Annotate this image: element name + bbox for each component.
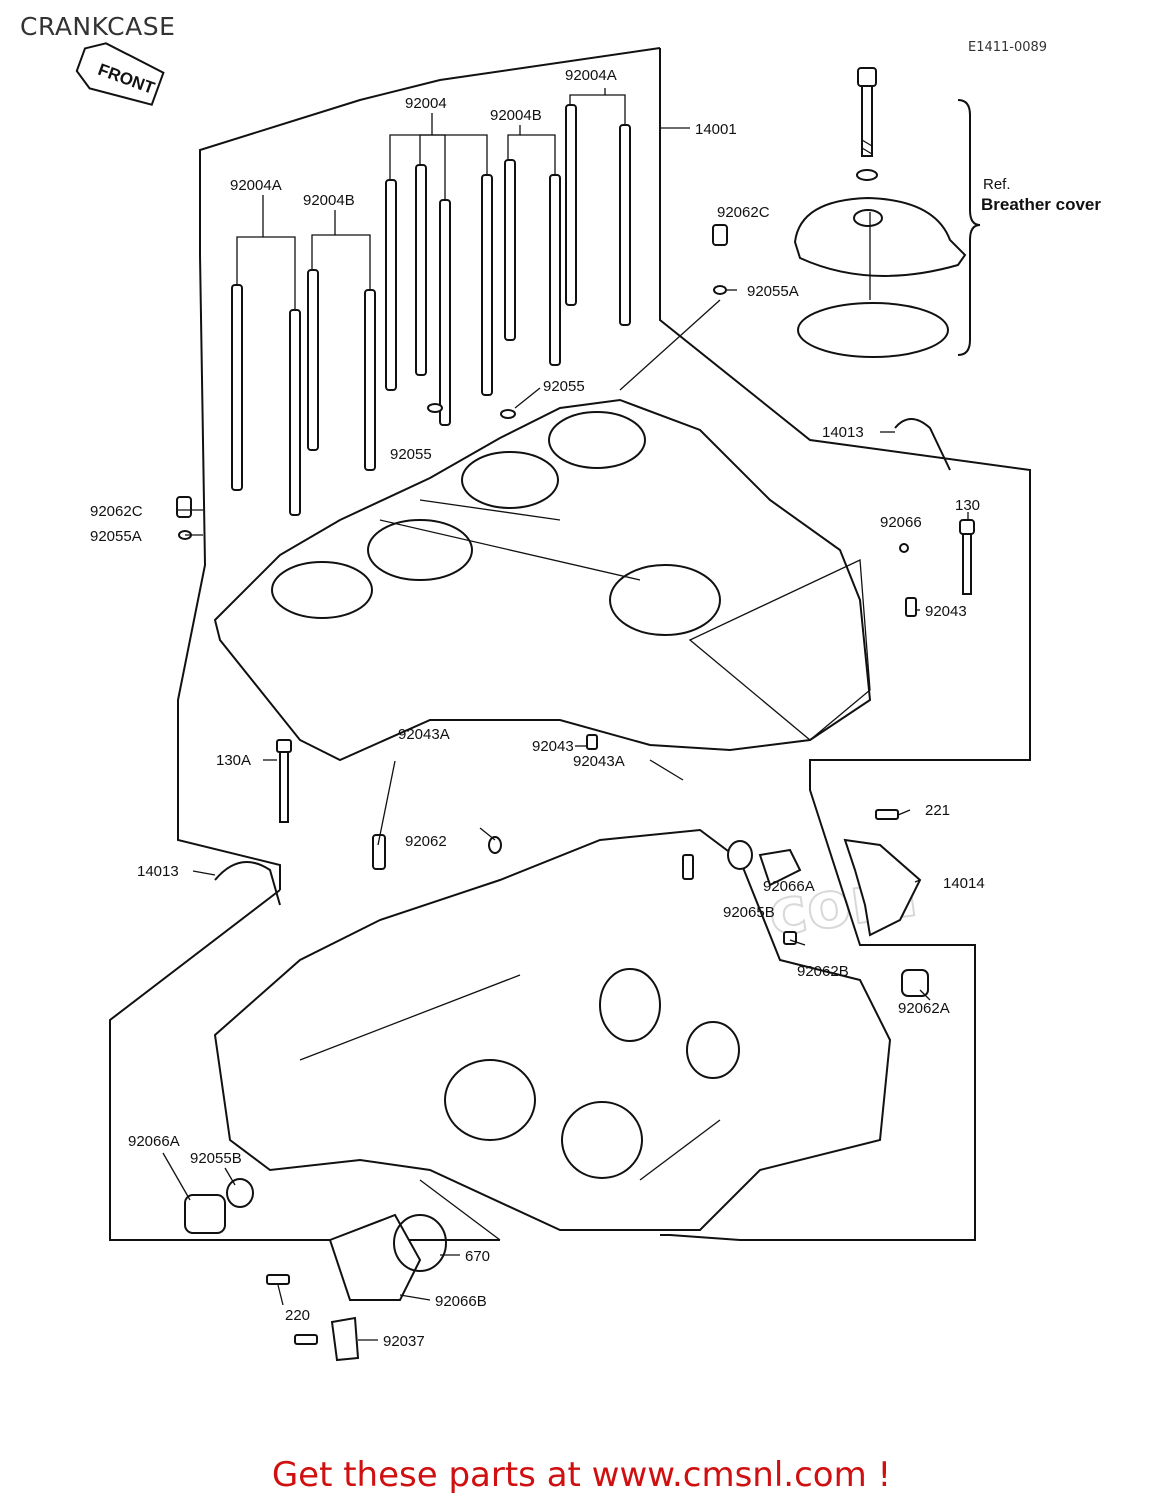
- stud-bolt: [231, 284, 243, 491]
- part-label-92055-a: 92055: [543, 378, 585, 395]
- part-label-92055-b: 92055: [390, 446, 432, 463]
- stud-bolt: [619, 124, 631, 326]
- stud-bolts: [231, 104, 631, 516]
- part-label-92065b: 92065B: [723, 904, 775, 921]
- part-label-130: 130: [955, 497, 980, 514]
- stud-bolt: [364, 289, 376, 471]
- part-label-92055a-left: 92055A: [90, 528, 142, 545]
- breather-o-ring: [797, 302, 949, 358]
- part-label-92004: 92004: [405, 95, 447, 112]
- stud-bolt: [481, 174, 493, 396]
- part-label-92037: 92037: [383, 1333, 425, 1350]
- small-parts: [176, 224, 975, 1362]
- part-label-92004a-left: 92004A: [230, 177, 282, 194]
- front-arrow-tag: FRONT: [75, 42, 165, 106]
- part-label-92066a-right: 92066A: [763, 878, 815, 895]
- part-label-92062: 92062: [405, 833, 447, 850]
- stud-bolt: [565, 104, 577, 306]
- part-label-92043-right: 92043: [925, 603, 967, 620]
- part-label-92004b-left: 92004B: [303, 192, 355, 209]
- part-label-14014: 14014: [943, 875, 985, 892]
- part-label-130a: 130A: [216, 752, 251, 769]
- upper-crankcase: [213, 398, 872, 762]
- part-label-92066a-left: 92066A: [128, 1133, 180, 1150]
- part-label-92043a-left: 92043A: [398, 726, 450, 743]
- part-label-92062a: 92062A: [898, 1000, 950, 1017]
- breather-washer: [856, 169, 878, 181]
- label-leaders: [162, 289, 969, 1341]
- stud-bolt: [289, 309, 301, 516]
- stud-bolt: [549, 174, 561, 366]
- part-label-14013-left: 14013: [137, 863, 179, 880]
- stud-bolt: [385, 179, 397, 391]
- part-label-92062c-top: 92062C: [717, 204, 770, 221]
- footer-link[interactable]: Get these parts at www.cmsnl.com !: [271, 1455, 892, 1495]
- page-title: CRANKCASE: [20, 12, 176, 41]
- part-label-14001: 14001: [695, 121, 737, 138]
- breather-cover-label: Breather cover: [981, 195, 1101, 214]
- breather-bracket: [957, 99, 981, 356]
- ref-label: Ref.: [983, 176, 1011, 193]
- part-label-92043-mid: 92043: [532, 738, 574, 755]
- stud-bolt: [415, 164, 427, 376]
- part-label-92043a-mid: 92043A: [573, 753, 625, 770]
- diagram-code: E1411-0089: [968, 40, 1048, 55]
- part-label-92004a-top: 92004A: [565, 67, 617, 84]
- part-label-220: 220: [285, 1307, 310, 1324]
- stud-bolt: [307, 269, 319, 451]
- part-label-221: 221: [925, 802, 950, 819]
- part-label-92062b: 92062B: [797, 963, 849, 980]
- part-label-670: 670: [465, 1248, 490, 1265]
- breather-cover: [793, 196, 967, 277]
- upper-left-boundary: [177, 47, 661, 890]
- lower-crankcase: [213, 828, 892, 1241]
- breather-bolt-head: [857, 67, 877, 87]
- part-label-92055b: 92055B: [190, 1150, 242, 1167]
- stud-bolt: [439, 199, 451, 426]
- part-label-92066b: 92066B: [435, 1293, 487, 1310]
- lower-left-boundary: [109, 889, 500, 1241]
- breather-bolt-shank: [861, 85, 873, 157]
- stud-leaders: [236, 88, 690, 310]
- part-label-92004b-mid: 92004B: [490, 107, 542, 124]
- part-label-92055a-top: 92055A: [747, 283, 799, 300]
- part-label-14013-top: 14013: [822, 424, 864, 441]
- stud-bolt: [504, 159, 516, 341]
- part-label-92062c-left: 92062C: [90, 503, 143, 520]
- part-label-92066: 92066: [880, 514, 922, 531]
- breather-cover-assembly: [793, 67, 967, 358]
